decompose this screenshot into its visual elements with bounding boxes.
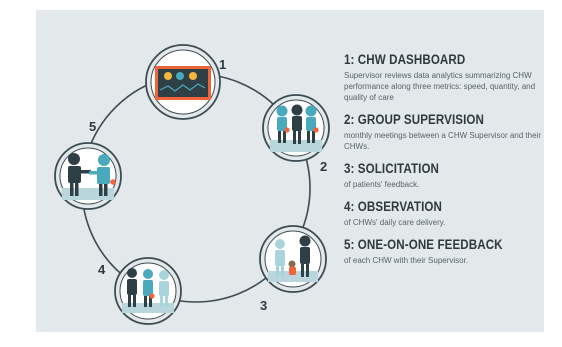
- step-title: 5: ONE-ON-ONE FEEDBACK: [344, 237, 503, 252]
- node-group-supervision: [262, 94, 330, 162]
- step-title: 2: GROUP SUPERVISION: [344, 112, 485, 127]
- step-description: of each CHW with their Supervisor.: [344, 256, 469, 265]
- cycle-number-4: 4: [98, 262, 106, 277]
- cycle-number-3: 3: [260, 298, 267, 313]
- step-solicitation: 3: SOLICITATION of patients' feedback.: [344, 161, 554, 190]
- step-dashboard: 1: CHW DASHBOARD Supervisor reviews data…: [344, 52, 554, 103]
- node-dashboard: [145, 44, 221, 120]
- cycle-number-1: 1: [219, 57, 226, 72]
- step-description: monthly meetings between a CHW Superviso…: [344, 131, 541, 151]
- steps-legend: 1: CHW DASHBOARD Supervisor reviews data…: [344, 52, 554, 275]
- step-title: 3: SOLICITATION: [344, 161, 440, 176]
- cycle-number-5: 5: [89, 119, 96, 134]
- step-title: 4: OBSERVATION: [344, 199, 442, 214]
- node-one-on-one: [54, 142, 122, 210]
- observation-care-delivery-icon: [122, 268, 174, 313]
- step-observation: 4: OBSERVATION of CHWs' daily care deliv…: [344, 199, 554, 228]
- step-one-on-one: 5: ONE-ON-ONE FEEDBACK of each CHW with …: [344, 237, 554, 266]
- step-title: 1: CHW DASHBOARD: [344, 52, 466, 67]
- observation-patients-icon: [268, 235, 318, 282]
- node-observation: [114, 257, 182, 325]
- step-description: Supervisor reviews data analytics summar…: [344, 71, 536, 102]
- step-description: of patients' feedback.: [344, 180, 420, 189]
- group-supervision-icon: [270, 104, 322, 152]
- node-solicitation: [259, 225, 327, 293]
- step-description: of CHWs' daily care delivery.: [344, 218, 446, 227]
- cycle-number-2: 2: [320, 159, 327, 174]
- dashboard-monitor-icon: [155, 66, 211, 100]
- one-on-one-feedback-icon: [62, 153, 116, 200]
- step-group-supervision: 2: GROUP SUPERVISION monthly meetings be…: [344, 112, 554, 152]
